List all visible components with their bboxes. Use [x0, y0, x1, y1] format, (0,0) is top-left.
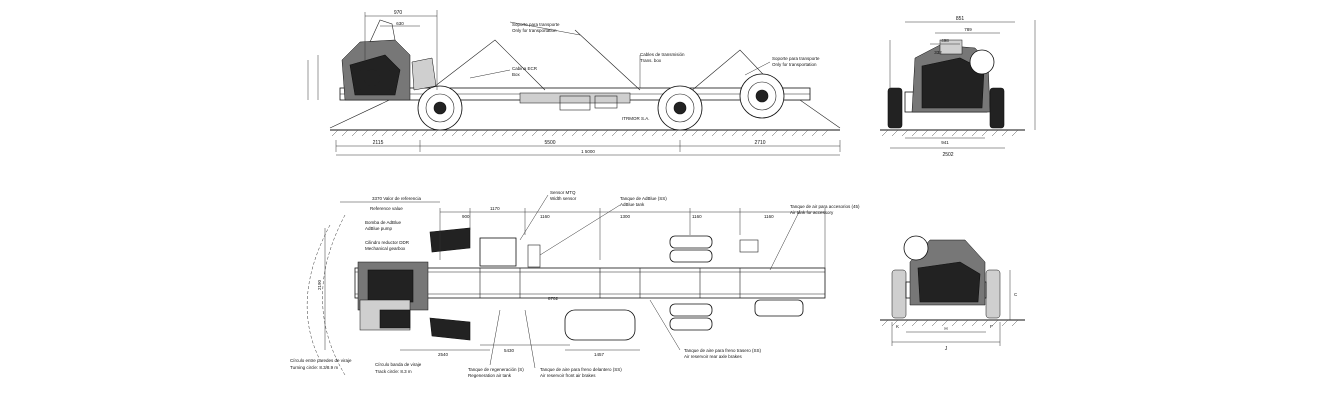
front-left-tire: [887, 87, 903, 129]
top-seg-4: 1160: [692, 214, 702, 219]
label-support-1a: Soporte para transporte: [512, 22, 560, 27]
label-pump-b: AdBlue pump: [365, 226, 393, 231]
rear-dim-left: K: [896, 324, 899, 329]
label-ddr-b: Mechanical gearbox: [365, 246, 406, 251]
label-air-tank-b: Air tank for accessory: [790, 210, 834, 215]
top-engine: [357, 261, 429, 331]
label-sensor-b: Width sensor: [550, 196, 577, 201]
side-rear-wheel-1: [657, 85, 703, 131]
label-circle-a: Círculo banda de viraje: [375, 362, 422, 367]
top-dim-bottom-3: 1457: [594, 352, 605, 357]
label-sensor-a: Sensor MTQ: [550, 190, 576, 195]
rear-right-tire: [985, 269, 1001, 319]
side-engine: [341, 19, 437, 101]
rear-dimensions: [891, 270, 1011, 346]
label-cable-a: Cables de transmisión: [640, 52, 685, 57]
front-right-tire: [989, 87, 1005, 129]
adblue-tank: [479, 237, 517, 267]
front-dimensions: [889, 20, 1036, 149]
top-front-wheel-right: [429, 317, 471, 341]
label-air-left-b: Air reservoir front air brakes: [540, 373, 596, 378]
top-view: 3370 Valor de referencia Reference value…: [290, 190, 860, 378]
label-circle-b: Track circle: 8.3 m: [375, 369, 412, 374]
front-dim-bottom-sub: 941: [941, 140, 949, 145]
top-dim-label: 3370 Valor de referencia: [372, 196, 421, 201]
label-box-ecr-b: Box: [512, 72, 521, 77]
top-dim-bottom-1: 2540: [438, 352, 449, 357]
top-seg-0: 900: [462, 214, 470, 219]
front-dim-sub-3: 332: [934, 50, 942, 55]
label-ddr-a: Cilindro reductor DDR: [365, 240, 410, 245]
top-front-wheel-left: [429, 227, 471, 253]
label-support-2b: Only for transportation: [772, 62, 817, 67]
label-adblue-tank-a: Tanque de AdBlue (SS): [620, 196, 667, 201]
side-dim-top: 970: [394, 10, 403, 16]
label-air-right-b: Air reservoir rear axle brakes: [684, 354, 743, 359]
side-front-wheel: [417, 85, 463, 131]
side-rear-wheel-2: [739, 73, 785, 119]
label-air-tank-a: Tanque de air para accesorios (45): [790, 204, 860, 209]
label-box-ecr-a: Cabina ECR: [512, 66, 538, 71]
label-air-left-a: Tanque de aire para freno delantero (SS): [540, 367, 622, 372]
top-rear-wheels: [669, 235, 804, 331]
rear-left-tire: [891, 269, 907, 319]
rear-dim-wheel: C: [1014, 292, 1018, 297]
top-dim-ref: Reference value: [370, 206, 403, 211]
top-seg-3: 1300: [620, 214, 631, 219]
front-dim-bottom: 2502: [942, 152, 953, 158]
side-dim-overall: 1 5000: [581, 149, 595, 154]
label-regen-a: Tanque de regeneración (S): [468, 367, 524, 372]
side-dim-top-sub: 630: [396, 21, 404, 26]
rear-dim-right: F: [990, 324, 993, 329]
rear-view: J H K F C: [880, 235, 1025, 352]
top-dimensions: [324, 201, 826, 351]
label-pump-a: Bomba de AdBlue: [365, 220, 402, 225]
label-curb-b: Turning circle: 8.3/8.9 m: [290, 365, 338, 370]
top-seg-2: 1160: [540, 214, 550, 219]
top-seg-1: 1170: [490, 206, 500, 211]
side-dimensions: [307, 10, 841, 156]
rear-dim-sub: H: [944, 326, 947, 331]
side-ground: [330, 129, 840, 137]
label-cable-b: Trans. box: [640, 58, 662, 63]
fuel-tank: [564, 309, 636, 341]
front-view: 851 789 498 332 2502 941: [880, 16, 1036, 158]
top-frame: [354, 267, 826, 299]
side-dim-bottom-right: 2710: [754, 140, 765, 146]
label-curb-a: Círculo entre paredes de viraje: [290, 358, 352, 363]
side-dim-bottom-mid: 5500: [544, 140, 555, 146]
top-dim-left: 2190: [317, 279, 322, 290]
rear-dim-bottom: J: [945, 346, 948, 352]
front-dim-sub-1: 789: [964, 27, 972, 32]
label-support-2a: Soporte para transporte: [772, 56, 820, 61]
label-support-1b: Only for transportation: [512, 28, 557, 33]
label-maker: ITRMOR S.A.: [622, 116, 650, 121]
side-view: 970 630 2115 5500 2710 1 5000 Soporte pa…: [307, 10, 841, 156]
label-adblue-tank-b: AdBlue tank: [620, 202, 645, 207]
front-dim-top: 851: [956, 16, 965, 22]
label-regen-b: Regeneration air tank: [468, 373, 512, 378]
top-seg-5: 1160: [764, 214, 774, 219]
front-dim-sub-2: 498: [941, 38, 949, 43]
side-dim-bottom-left: 2115: [373, 140, 384, 146]
top-dim-bottom-2: 5430: [504, 348, 515, 353]
label-air-right-a: Tanque de aire para freno trasero (SS): [684, 348, 762, 353]
top-dim-tank: 8702: [548, 296, 559, 301]
side-frame: [339, 87, 811, 111]
